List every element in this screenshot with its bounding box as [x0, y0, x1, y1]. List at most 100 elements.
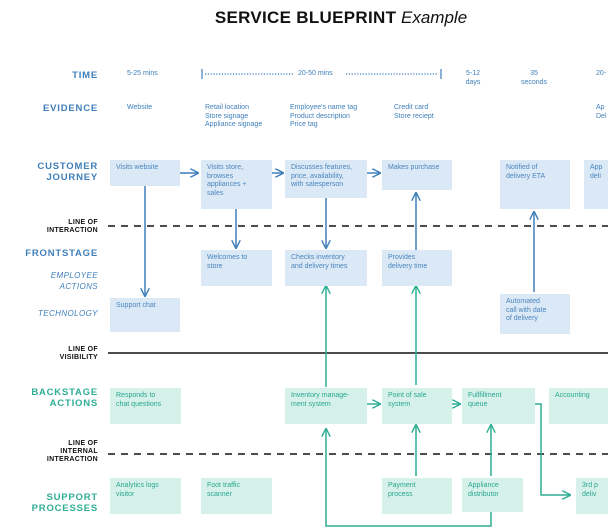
label-customer-journey: CUSTOMER JOURNEY	[37, 161, 98, 183]
frontstage-welcomes: Welcomes to store	[201, 250, 272, 286]
support-1-line1: Analytics logs	[116, 482, 159, 489]
evidence-1: Website	[127, 104, 153, 111]
support-1-line2: visitor	[116, 490, 135, 498]
technology-2-line1: Automated	[506, 298, 540, 305]
backstage-accounting: Accounting	[549, 388, 608, 424]
evidence-3: Employee's name tag Product description …	[290, 104, 357, 130]
evidence-5: Ap Del	[596, 104, 607, 121]
label-frontstage: FRONTSTAGE	[25, 248, 98, 259]
evidence-4: Credit card Store reciept	[394, 104, 434, 121]
evidence-2-line1: Retail location	[205, 104, 249, 111]
label-time: TIME	[72, 70, 98, 81]
support-2-line1: Foot traffic	[207, 482, 240, 489]
evidence-5-line1: Ap	[596, 104, 605, 111]
frontstage-3-line1: Provides	[388, 254, 416, 261]
time-3-line2: days	[465, 78, 481, 86]
label-line-of-internal-interaction: LINE OF INTERNAL INTERACTION	[47, 440, 98, 464]
label-line-of-visibility: LINE OF VISIBILITY	[60, 346, 98, 362]
label-interaction-1: LINE OF	[68, 219, 98, 226]
evidence-2-line2: Store signage	[205, 112, 249, 120]
backstage-fulfillment-queue: Fullfillment queue	[462, 388, 535, 424]
backstage-2-line2: ment system	[291, 400, 331, 408]
label-customer-journey-2: JOURNEY	[46, 172, 98, 183]
support-5-line1: 3rd p	[582, 482, 598, 489]
label-internal-2: INTERNAL	[60, 448, 98, 455]
evidence-3-line3: Price tag	[290, 121, 318, 128]
backstage-4-line2: queue	[468, 400, 488, 408]
arrow-fulfillment-to-delivery	[535, 403, 569, 495]
label-support-1: SUPPORT	[46, 492, 98, 503]
support-3-line2: process	[388, 490, 413, 498]
label-line-of-interaction: LINE OF INTERACTION	[47, 219, 98, 235]
evidence-4-line1: Credit card	[394, 104, 429, 111]
technology-automated-call: Automated call with date of delivery	[500, 294, 570, 334]
support-payment-process: Payment process	[382, 478, 452, 514]
journey-2-line1: Visits store,	[207, 164, 244, 171]
diagram-title: SERVICE BLUEPRINT Example	[0, 8, 608, 28]
frontstage-provides-delivery: Provides delivery time	[382, 250, 452, 286]
journey-3-line1: Discusses features,	[291, 164, 353, 171]
technology-support-chat: Support chat	[110, 298, 180, 332]
support-foot-traffic: Foot traffic scanner	[201, 478, 272, 514]
support-analytics-logs: Analytics logs visitor	[110, 478, 181, 514]
support-4-line1: Appliance	[468, 482, 499, 489]
technology-2-line3: of delivery	[506, 315, 538, 322]
arrow-distributor-loop-to-inventory	[326, 430, 492, 527]
support-3-line1: Payment	[388, 482, 416, 489]
journey-discusses-features: Discusses features, price, availability,…	[285, 160, 367, 198]
evidence-3-line1: Employee's name tag	[290, 104, 358, 111]
label-internal-3: INTERACTION	[46, 456, 98, 463]
backstage-4-line1: Fullfillment	[468, 392, 502, 399]
journey-visits-website: Visits website	[110, 160, 180, 186]
journey-2-line3: appliances +	[207, 181, 247, 188]
support-5-line2: deliv	[582, 490, 597, 498]
backstage-5-text: Accounting	[555, 392, 590, 399]
time-4-line1: 35	[530, 70, 538, 77]
journey-3-line3: with salesperson	[291, 181, 344, 188]
label-visibility-1: LINE OF	[68, 346, 98, 353]
technology-1-text: Support chat	[116, 302, 156, 309]
label-customer-journey-1: CUSTOMER	[37, 161, 98, 172]
time-1: 5-25 mins	[127, 70, 158, 77]
journey-6-line1: App	[590, 164, 603, 171]
journey-3-line2: price, availability,	[291, 172, 344, 180]
evidence-5-line2: Del	[596, 112, 607, 120]
evidence-2: Retail location Store signage Appliance …	[205, 104, 262, 130]
label-backstage-1: BACKSTAGE	[31, 387, 98, 398]
label-employee-actions: EMPLOYEE ACTIONS	[51, 270, 98, 292]
journey-5-line1: Notified of	[506, 164, 538, 171]
evidence-3-line2: Product description	[290, 112, 350, 120]
backstage-3-line1: Point of sale	[388, 392, 427, 399]
frontstage-3-line2: delivery time	[388, 262, 428, 270]
backstage-1-line1: Responds to	[116, 392, 156, 399]
frontstage-checks-inventory: Checks inventory and delivery times	[285, 250, 367, 286]
journey-makes-purchase: Makes purchase	[382, 160, 452, 190]
journey-app-delivery: App deli	[584, 160, 608, 209]
label-evidence: EVIDENCE	[43, 103, 98, 114]
evidence-2-line3: Appliance signage	[205, 121, 263, 128]
journey-2-line2: browses	[207, 172, 234, 180]
backstage-1-line2: chat questions	[116, 400, 162, 408]
label-employee-1: EMPLOYEE	[50, 271, 98, 280]
frontstage-1-line1: Welcomes to	[207, 254, 248, 261]
backstage-3-line2: system	[388, 400, 411, 408]
label-backstage-actions: BACKSTAGE ACTIONS	[31, 387, 98, 409]
backstage-inventory-system: Inventory manage- ment system	[285, 388, 367, 424]
support-third-party-delivery: 3rd p deliv	[576, 478, 608, 514]
time-4-line2: seconds	[520, 78, 548, 86]
support-2-line2: scanner	[207, 490, 232, 498]
backstage-point-of-sale: Point of sale system	[382, 388, 452, 424]
support-4-line2: distributor	[468, 490, 499, 498]
time-2: 20-50 mins	[296, 70, 335, 79]
label-support-2: PROCESSES	[31, 503, 98, 514]
journey-5-line2: delivery ETA	[506, 172, 546, 180]
journey-4-text: Makes purchase	[388, 164, 440, 171]
journey-visits-store: Visits store, browses appliances + sales	[201, 160, 272, 209]
frontstage-1-line2: store	[207, 262, 223, 270]
label-employee-2: ACTIONS	[59, 282, 98, 291]
title-bold: SERVICE BLUEPRINT	[214, 8, 397, 27]
title-italic: Example	[401, 8, 468, 27]
time-3: 5-12 days	[458, 70, 488, 87]
label-internal-1: LINE OF	[68, 440, 98, 447]
